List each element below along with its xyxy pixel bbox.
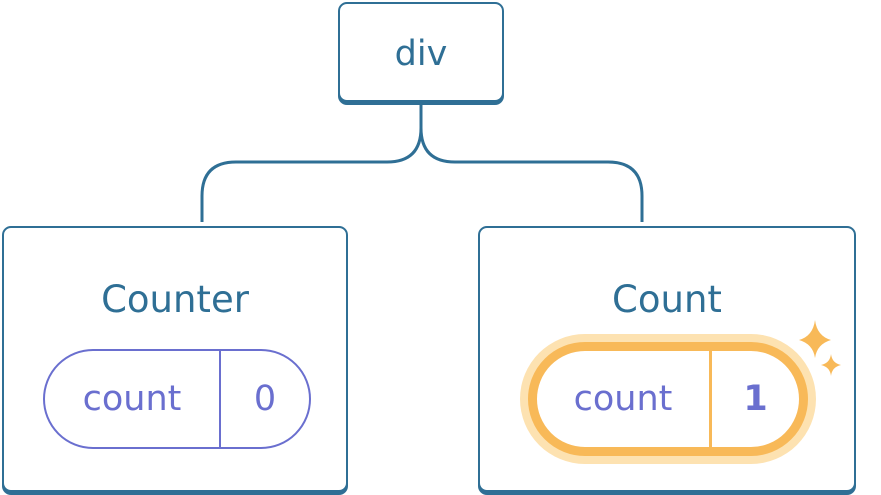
- root-node-label: div: [394, 34, 448, 74]
- count-title: Count: [612, 278, 722, 321]
- connector-line: [419, 127, 644, 222]
- counter-state-pill: count 0: [43, 349, 311, 449]
- state-divider: [219, 351, 221, 447]
- state-value: 0: [253, 379, 277, 419]
- count-state-pill: count 1: [528, 342, 808, 456]
- sparkle-icon: [799, 320, 841, 376]
- root-div-node: div: [338, 2, 504, 102]
- counter-component-node: Counter count 0: [2, 226, 348, 492]
- count-component-node: Count count 1: [478, 226, 856, 492]
- state-divider: [709, 351, 712, 447]
- connector-line: [200, 104, 423, 222]
- counter-title: Counter: [101, 278, 249, 321]
- state-key-label: count: [82, 379, 182, 419]
- state-value: 1: [743, 379, 768, 419]
- state-key-label: count: [573, 379, 673, 419]
